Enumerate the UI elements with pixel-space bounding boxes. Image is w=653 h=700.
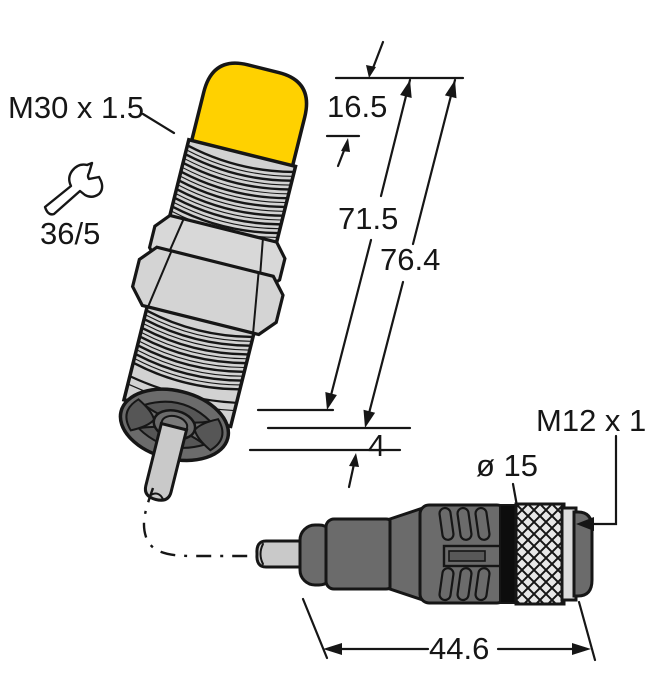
label-dim-gland-length: 4 <box>368 428 386 463</box>
label-dim-thread-length: 71.5 <box>338 201 399 236</box>
thread-band-lower <box>132 309 254 391</box>
end-cap-rib-west <box>125 398 156 432</box>
label-dim-housing-length: 76.4 <box>380 242 441 277</box>
wrench-icon <box>43 161 104 216</box>
label-connector-length: 44.6 <box>429 631 490 666</box>
strain-relief-cylinder <box>324 517 396 591</box>
hex-nut-lower <box>130 245 285 337</box>
m12-leader-line <box>592 434 618 526</box>
diameter-leader-line <box>511 482 519 508</box>
dimension-lines <box>141 40 618 662</box>
label-wrench-size: 36/5 <box>40 216 101 251</box>
thread-band-upper <box>171 144 295 239</box>
right-extension-line <box>577 600 597 662</box>
label-thread-size: M30 x 1.5 <box>8 90 145 125</box>
connector-knurl <box>514 502 566 606</box>
left-extension-line <box>301 597 329 660</box>
sensor-body <box>118 61 309 502</box>
end-cap-rib-east <box>193 418 224 452</box>
label-connector-diameter: ø 15 <box>476 448 539 483</box>
m30-leader-line <box>141 112 176 135</box>
label-dim-tip-length: 16.5 <box>327 89 388 124</box>
m12-connector <box>255 502 594 606</box>
cable-dash-line <box>142 487 256 558</box>
connector-tip <box>572 510 594 598</box>
grip-grooves <box>438 506 491 602</box>
label-connector-thread: M12 x 1 <box>536 403 647 438</box>
